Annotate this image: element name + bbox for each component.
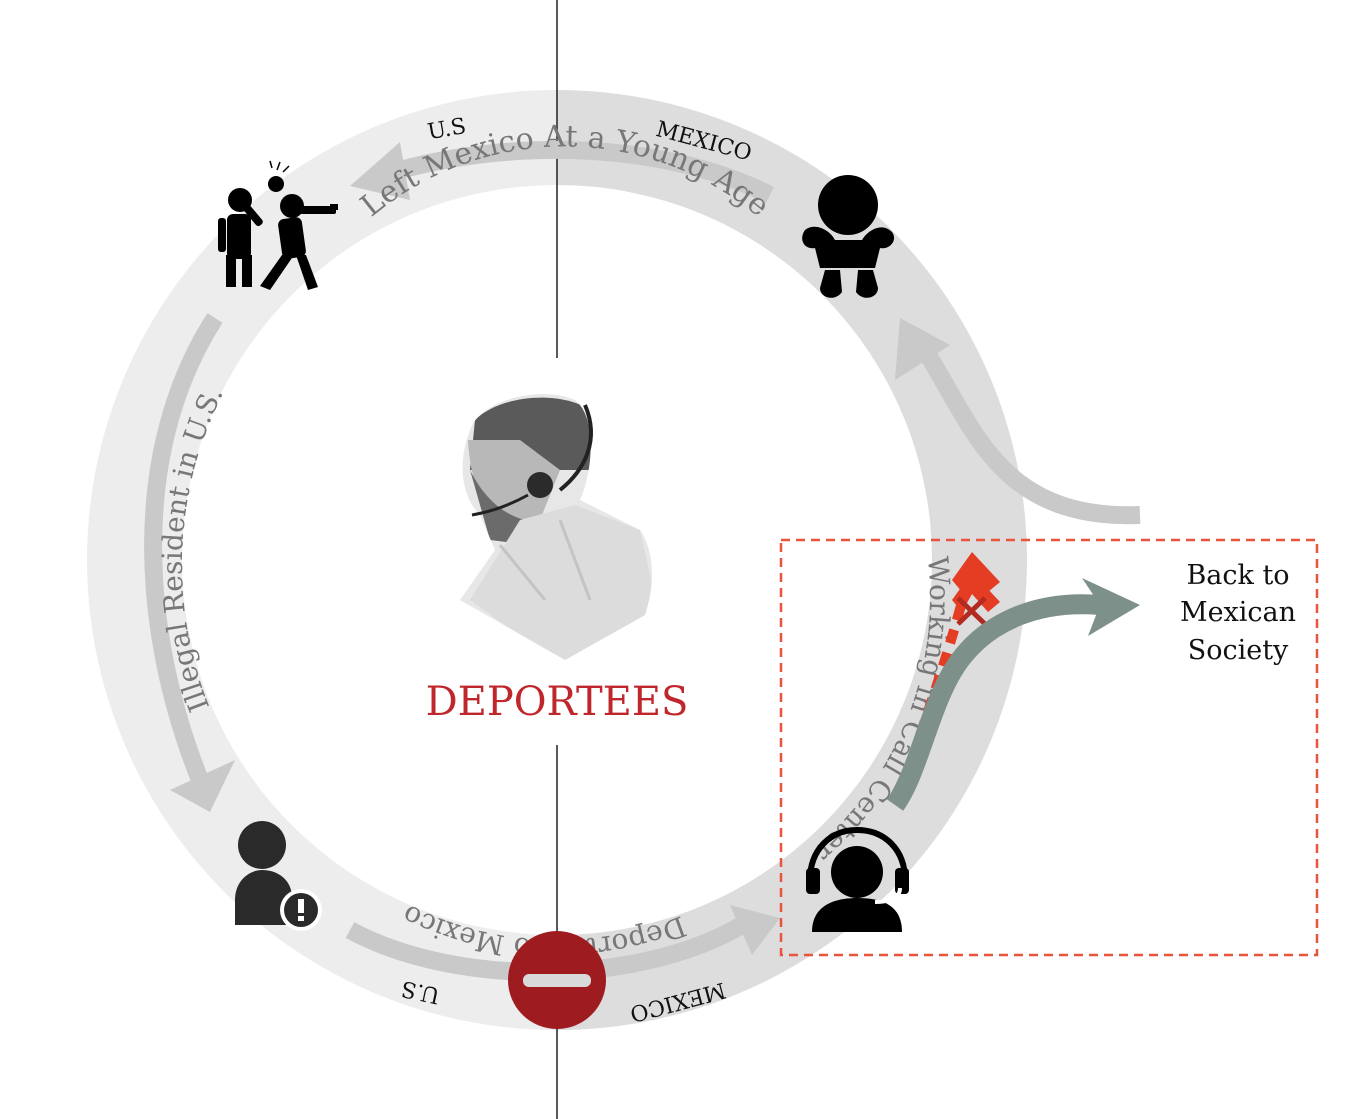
no-entry-icon bbox=[508, 931, 606, 1029]
side-label-line-1: Back to bbox=[1186, 560, 1289, 591]
side-label-line-2: Mexican bbox=[1180, 597, 1296, 628]
back-to-society-arrow bbox=[886, 578, 1140, 811]
back-to-society-label: Back to Mexican Society bbox=[1180, 560, 1296, 666]
baby-icon bbox=[802, 175, 895, 298]
headset-agent-icon bbox=[806, 826, 909, 932]
violence-icon bbox=[218, 160, 338, 290]
blocked-x-icon bbox=[956, 596, 987, 626]
center-title: DEPORTEES bbox=[426, 679, 689, 725]
side-label-line-3: Society bbox=[1188, 635, 1289, 666]
arrow-top-path bbox=[397, 141, 775, 204]
arrow-right-path bbox=[917, 345, 1141, 525]
headset-man-portrait bbox=[460, 394, 652, 660]
arrowhead-left bbox=[170, 760, 235, 812]
person-alert-icon bbox=[235, 821, 322, 931]
arrowhead-top bbox=[350, 142, 410, 200]
arrowhead-bottom bbox=[730, 905, 780, 955]
cycle-arrowheads bbox=[170, 142, 950, 955]
arrowhead-right bbox=[895, 318, 950, 380]
arrow-left-path bbox=[144, 313, 223, 784]
call-center-box bbox=[779, 538, 1319, 957]
